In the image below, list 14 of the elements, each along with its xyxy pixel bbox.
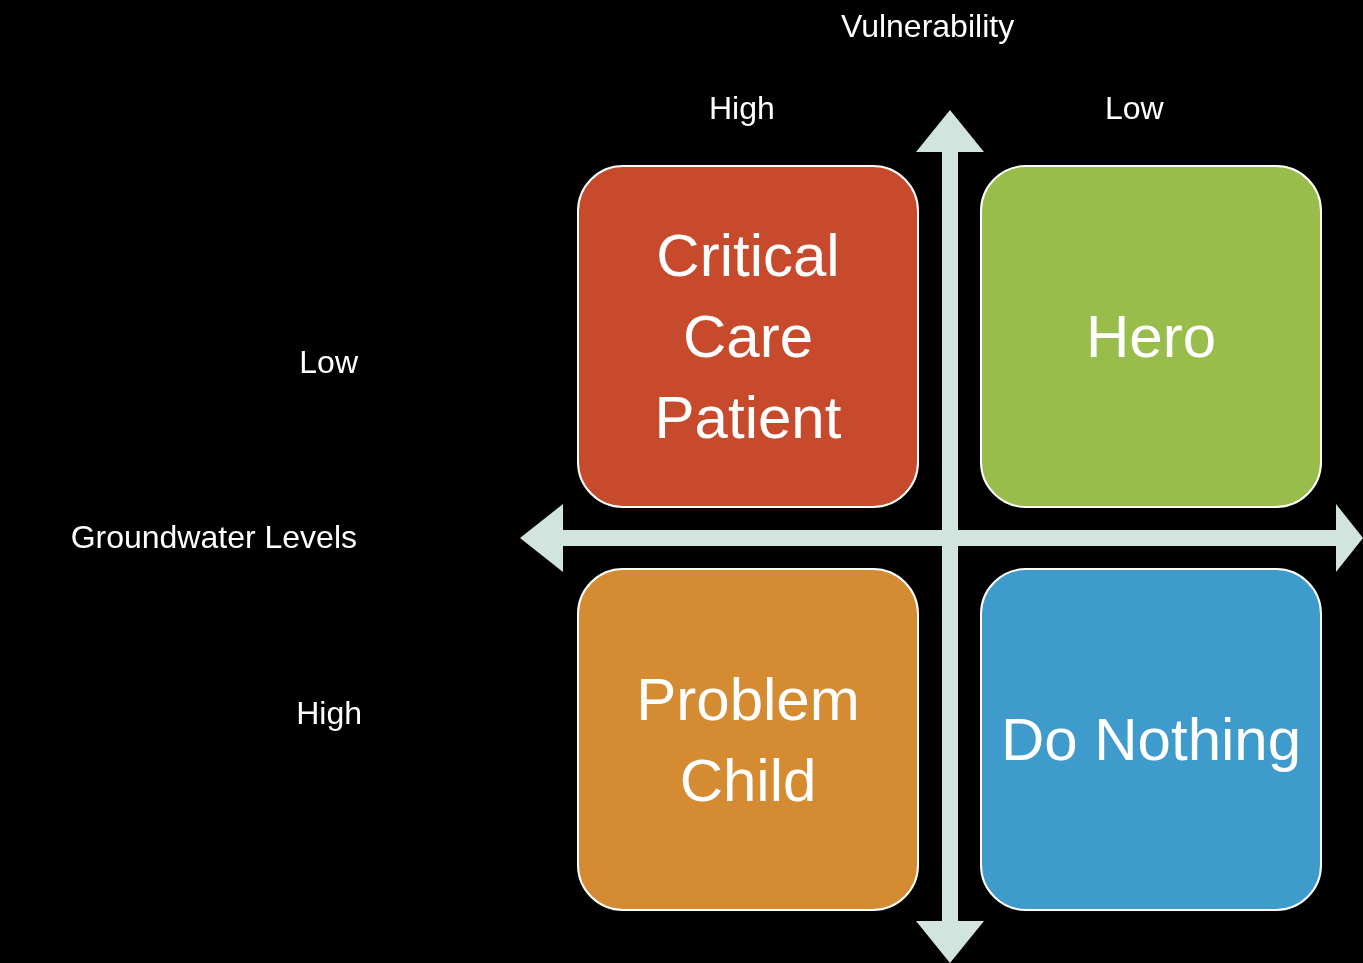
quadrant-label: Problem Child [635, 664, 861, 816]
axis-label: Low [299, 344, 358, 381]
quadrant-label: Do Nothing [999, 705, 1303, 775]
quadrant-label: Critical Care Patient [653, 221, 843, 453]
axis-label: Vulnerability [841, 8, 1015, 45]
quadrant-box [577, 165, 919, 508]
quadrant-box [980, 165, 1322, 508]
axis-label: High [709, 90, 775, 127]
quadrant-label: Hero [1084, 302, 1218, 372]
axis-label: Low [1105, 90, 1164, 127]
quadrant-box [577, 568, 919, 911]
axis-label: High [296, 695, 362, 732]
quadrant-box [980, 568, 1322, 911]
axis-label: Groundwater Levels [70, 519, 357, 556]
